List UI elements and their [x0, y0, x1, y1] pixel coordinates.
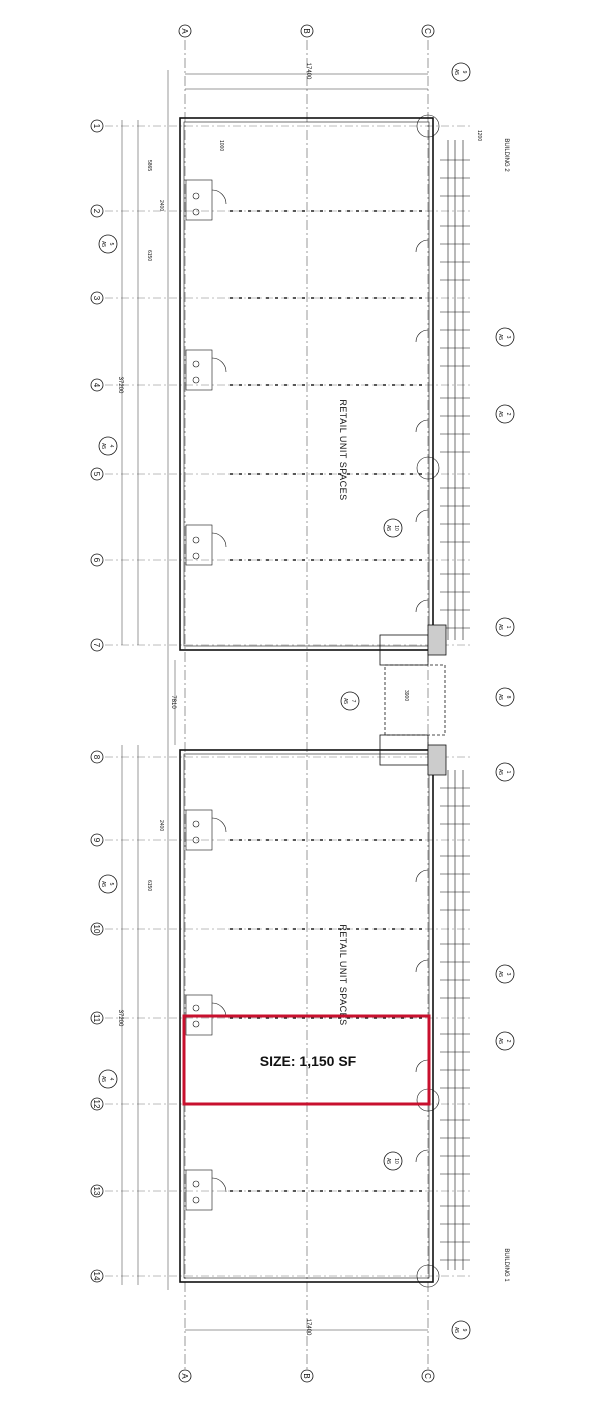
grid-number-5: 5: [92, 472, 101, 477]
width-dimension-top: 17400: [305, 63, 311, 80]
length-dimension-building-2: 37200: [117, 377, 123, 394]
grid-number-12: 12: [92, 1100, 101, 1109]
washroom-fixtures: [185, 179, 227, 1211]
grid-number-13: 13: [92, 1187, 101, 1196]
dimension-lines: [121, 70, 428, 1331]
marker-8-a5-sheet: A5: [497, 694, 503, 700]
dim-5865: 5865: [146, 160, 152, 171]
dim-1200: 1200: [476, 130, 482, 141]
marker-2-a5-num: 2: [505, 413, 511, 416]
grid-letter-a-bottom: A: [180, 1373, 189, 1379]
section-markers: [98, 62, 515, 1340]
marker-3-a5-b1-num: 3: [505, 973, 511, 976]
marker-10-a5-top-sheet: A5: [385, 525, 391, 531]
column-grid-lines: [184, 40, 429, 1370]
dim-3900: 3900: [403, 690, 409, 701]
dim-6150: 6150: [146, 250, 152, 261]
marker-1-a5-b1-sheet: A5: [497, 769, 503, 775]
section-marker-labels: 5 A5 4 A5 5 A5 4 A5 3 A5 2 A5 1 A5 8 A5 …: [100, 69, 511, 1333]
marker-5-a5-b1-sheet: A5: [100, 881, 106, 887]
room-label-building-2: RETAIL UNIT SPACES: [338, 399, 348, 500]
dim-6150-b: 6150: [146, 880, 152, 891]
marker-5-a5-b1-num: 5: [108, 883, 114, 886]
grid-number-2: 2: [92, 209, 101, 214]
marker-2-a5-b1-sheet: A5: [497, 1038, 503, 1044]
grid-letter-a-top: A: [180, 28, 189, 34]
connector-corridor: [379, 624, 447, 776]
building-1-label: BUILDING 1: [503, 1248, 509, 1282]
column-bubbles-bottom: A B C: [178, 1369, 435, 1383]
storefront-doors: [415, 239, 429, 1163]
gap-dimension: 7810: [170, 695, 176, 709]
marker-3-a5-num: 3: [505, 336, 511, 339]
marker-9-a5-bottom-sheet: A5: [453, 1327, 459, 1333]
building-2-label: BUILDING 2: [503, 138, 509, 172]
unit-size-label: SIZE: 1,150 SF: [260, 1053, 357, 1069]
marker-10-a5-bottom-sheet: A5: [385, 1158, 391, 1164]
storefront-mullions-building-2: [440, 140, 470, 640]
grid-letter-b-top: B: [302, 28, 311, 33]
grid-number-6: 6: [92, 558, 101, 563]
marker-9-a5-top-sheet: A5: [453, 69, 459, 75]
marker-5-a5-num: 5: [108, 243, 114, 246]
marker-4-a5-num: 4: [108, 445, 114, 448]
building-2-walls: [179, 117, 434, 651]
marker-2-a5-sheet: A5: [497, 411, 503, 417]
width-dimension-bottom: 17400: [305, 1319, 311, 1336]
grid-letter-c-bottom: C: [423, 1373, 432, 1379]
marker-9-a5-top-num: 9: [461, 71, 467, 74]
dim-2400-b: 2400: [158, 820, 164, 831]
grid-number-9: 9: [92, 838, 101, 843]
demising-partitions: [230, 210, 428, 1192]
grid-number-10: 10: [92, 925, 101, 934]
highlighted-unit-outline: [182, 1014, 431, 1106]
grid-number-7: 7: [92, 643, 101, 648]
marker-8-a5-num: 8: [505, 696, 511, 699]
grid-number-14: 14: [92, 1272, 101, 1281]
marker-1-a5-sheet: A5: [497, 624, 503, 630]
column-bubbles-top: A B C: [178, 24, 435, 38]
length-dimension-building-1: 37200: [117, 1010, 123, 1027]
small-dimension-strings: 2400 1000 1200 5865 6150 3900 2400 6150: [146, 130, 482, 891]
room-label-building-1: RETAIL UNIT SPACES: [338, 924, 348, 1025]
marker-9-a5-bottom-num: 9: [461, 1329, 467, 1332]
grid-letter-b-bottom: B: [302, 1373, 311, 1378]
grid-number-1: 1: [92, 124, 101, 129]
grid-letter-c-top: C: [423, 28, 432, 34]
grid-number-11: 11: [92, 1014, 101, 1023]
marker-4-a5-b1-sheet: A5: [100, 1076, 106, 1082]
marker-5-a5-sheet: A5: [100, 241, 106, 247]
marker-2-a5-b1-num: 2: [505, 1040, 511, 1043]
marker-7-a5-num: 7: [350, 700, 356, 703]
grid-number-8: 8: [92, 755, 101, 760]
marker-10-a5-bottom-num: 10: [393, 1158, 399, 1164]
marker-1-a5-num: 1: [505, 626, 511, 629]
marker-10-a5-top-num: 10: [393, 525, 399, 531]
marker-4-a5-b1-num: 4: [108, 1078, 114, 1081]
marker-1-a5-b1-num: 1: [505, 771, 511, 774]
marker-7-a5-sheet: A5: [342, 698, 348, 704]
dim-1000: 1000: [218, 140, 224, 151]
marker-4-a5-sheet: A5: [100, 443, 106, 449]
grid-number-3: 3: [92, 296, 101, 301]
marker-3-a5-sheet: A5: [497, 334, 503, 340]
row-bubbles: 1 2 3 4 5 6 7 8 9 10 11 12 13 14: [90, 119, 104, 1283]
dim-2400-a: 2400: [158, 200, 164, 211]
marker-3-a5-b1-sheet: A5: [497, 971, 503, 977]
grid-number-4: 4: [92, 383, 101, 388]
storefront-mullions-building-1: [440, 770, 470, 1270]
